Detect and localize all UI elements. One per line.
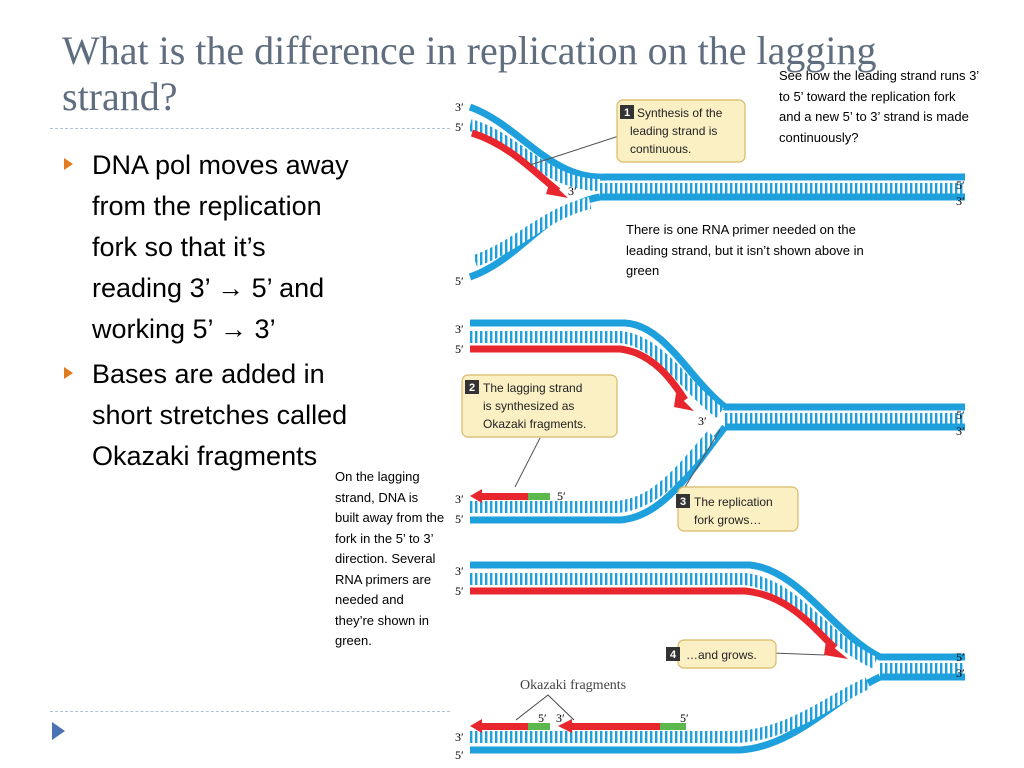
footer-divider — [50, 711, 450, 712]
callout-2: 2 The lagging strand is synthesized as O… — [461, 374, 618, 438]
rna-primer — [528, 723, 550, 730]
callout-number: 2 — [469, 382, 475, 394]
callout-4: 4 …and grows. — [666, 639, 777, 669]
label-5-prime: 5′ — [455, 342, 464, 356]
okazaki-fragment — [570, 723, 660, 730]
okazaki-fragment — [480, 493, 528, 500]
panel-2: 3′ 5′ 3′ 5′ 3′ 5′ 3′ 5′ 2 The lagging st… — [455, 319, 965, 532]
template-strand-top — [468, 103, 965, 181]
callout-text: continuous. — [630, 142, 691, 156]
fragment-arrow-icon — [470, 489, 482, 503]
panel-1: 3′ 5′ 3′ 5′ 3′ 5′ 1 Synthesis of the lea… — [455, 99, 965, 288]
callout-pointer — [771, 652, 826, 656]
note-rna-primer: There is one RNA primer needed on the le… — [626, 222, 864, 278]
callout-number: 3 — [680, 496, 686, 508]
callout-pointer — [514, 437, 541, 488]
base-pairs — [470, 573, 878, 669]
fragment-arrow-icon — [470, 719, 482, 733]
leading-strand-arrow-icon — [674, 393, 694, 411]
label-3-prime: 3′ — [455, 492, 464, 506]
callout-text: The replication — [694, 495, 773, 509]
callout-number: 4 — [670, 649, 677, 661]
label-5-prime: 5′ — [956, 178, 965, 192]
callout-3: 3 The replication fork grows… — [676, 486, 799, 532]
leading-strand-arrow-icon — [824, 641, 848, 659]
callout-text: …and grows. — [686, 648, 757, 662]
label-5-prime: 5′ — [680, 711, 689, 725]
bullet-item: Bases are added in short stretches calle… — [62, 354, 362, 477]
leading-strand-arrow-icon — [546, 181, 568, 198]
label-3-prime: 3′ — [568, 184, 577, 198]
note-leading-strand: See how the leading strand runs 3’ to 5’… — [779, 68, 979, 145]
bullet-list: DNA pol moves away from the replication … — [62, 145, 362, 481]
panel-3: 3′ 5′ 5′ 3′ 5′ 3′ 5′ 3′ 5′ Okazaki fragm… — [455, 561, 965, 762]
leading-strand — [470, 587, 838, 651]
callout-1: 1 Synthesis of the leading strand is con… — [616, 99, 746, 163]
callout-text: is synthesized as — [483, 399, 574, 413]
base-pairs — [468, 119, 601, 191]
label-5-prime: 5′ — [455, 748, 464, 762]
base-pairs — [472, 197, 592, 267]
callout-text: fork grows… — [694, 513, 761, 527]
label-5-prime: 5′ — [455, 512, 464, 526]
template-strand-top — [470, 561, 965, 661]
label-5-prime: 5′ — [455, 274, 464, 288]
label-5-prime: 5′ — [956, 650, 965, 664]
callout-text: leading strand is — [630, 124, 717, 138]
callout-number: 1 — [624, 107, 630, 119]
label-5-prime: 5′ — [557, 489, 566, 503]
base-pairs — [470, 677, 871, 743]
callout-text: Okazaki fragments. — [483, 417, 586, 431]
okazaki-bracket — [515, 694, 575, 721]
okazaki-fragments-label: Okazaki fragments — [520, 678, 626, 693]
slide-title: What is the difference in replication on… — [62, 28, 877, 119]
label-3-prime: 3′ — [455, 322, 464, 336]
callout-pointer — [529, 132, 629, 166]
fragment-arrow-icon — [558, 719, 572, 733]
rna-primer — [660, 723, 686, 730]
label-3-prime: 3′ — [455, 100, 464, 114]
dna-replication-figure: 3′ 5′ 3′ 5′ 3′ 5′ 1 Synthesis of the lea… — [455, 99, 965, 762]
label-3-prime: 3′ — [455, 564, 464, 578]
callout-pointer — [684, 429, 721, 488]
label-5-prime: 5′ — [538, 711, 547, 725]
rna-primer — [528, 493, 550, 500]
base-pairs — [470, 331, 724, 418]
label-5-prime: 5′ — [455, 120, 464, 134]
label-3-prime: 3′ — [956, 424, 965, 438]
note-lagging-strand: On the lagging strand, DNA is built away… — [335, 469, 445, 648]
base-pairs — [470, 430, 717, 513]
okazaki-fragment — [480, 723, 528, 730]
callout-text: The lagging strand — [483, 381, 582, 395]
label-3-prime: 3′ — [956, 666, 965, 680]
label-3-prime: 3′ — [956, 194, 965, 208]
label-3-prime: 3′ — [455, 730, 464, 744]
callout-text: Synthesis of the — [637, 106, 723, 120]
leading-strand — [470, 345, 688, 402]
label-5-prime: 5′ — [956, 408, 965, 422]
slide-nav-arrow-icon[interactable] — [52, 722, 65, 740]
bullet-item: DNA pol moves away from the replication … — [62, 145, 362, 350]
label-3-prime: 3′ — [698, 414, 707, 428]
label-5-prime: 5′ — [455, 584, 464, 598]
template-strand-top — [470, 319, 965, 411]
title-divider — [50, 128, 450, 129]
label-3-prime: 3′ — [556, 711, 565, 725]
